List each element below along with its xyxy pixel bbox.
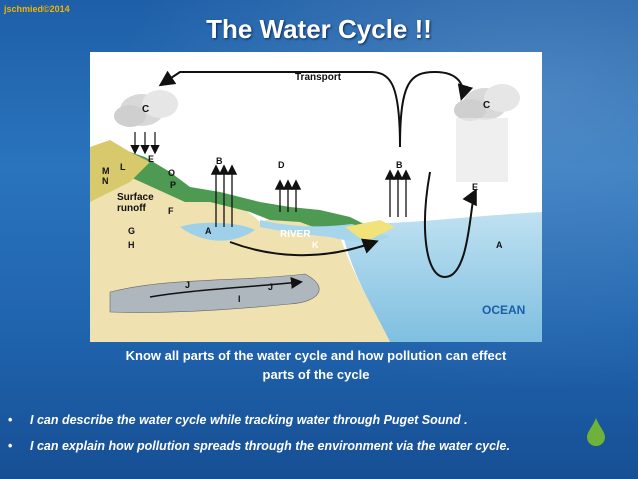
copyright-text: jschmied©2014 [4, 4, 70, 14]
caption: Know all parts of the water cycle and ho… [90, 346, 542, 384]
label-b: B [216, 156, 223, 166]
water-drop-icon [587, 418, 605, 451]
label-k: K [312, 240, 319, 250]
label-h: H [128, 240, 135, 250]
label-e-right: E [472, 182, 478, 192]
label-g: G [128, 226, 135, 236]
label-d: D [278, 160, 285, 170]
label-b-right: B [396, 160, 403, 170]
slide-title: The Water Cycle !! [0, 14, 638, 45]
objective-text: I can explain how pollution spreads thro… [30, 439, 510, 453]
ocean-label: OCEAN [482, 303, 525, 317]
label-f: F [168, 206, 174, 216]
label-e: E [148, 154, 154, 164]
bullet-marker: • [8, 439, 30, 453]
river-label: RIVER [280, 229, 311, 240]
water-cycle-diagram: Transport RIVER OCEAN Surface runoff C C… [90, 52, 542, 342]
label-o: O [168, 168, 175, 178]
label-a-right: A [496, 240, 503, 250]
objective-text: I can describe the water cycle while tra… [30, 413, 468, 427]
label-c: C [142, 104, 149, 115]
caption-line-2: parts of the cycle [90, 365, 542, 384]
label-j: J [185, 280, 190, 290]
transport-label: Transport [295, 72, 342, 83]
objective-item: • I can explain how pollution spreads th… [8, 439, 638, 465]
caption-line-1: Know all parts of the water cycle and ho… [90, 346, 542, 365]
label-p: P [170, 180, 176, 190]
label-l: L [120, 162, 126, 172]
label-m: M [102, 166, 110, 176]
surface-runoff-label-2: runoff [117, 203, 147, 214]
objectives-list: • I can describe the water cycle while t… [8, 413, 638, 465]
label-j-2: J [268, 282, 273, 292]
diagram-svg: Transport RIVER OCEAN Surface runoff C C… [90, 52, 542, 342]
bullet-marker: • [8, 413, 30, 427]
label-i: I [238, 294, 241, 304]
objective-item: • I can describe the water cycle while t… [8, 413, 638, 439]
label-c-right: C [483, 100, 490, 111]
label-n: N [102, 176, 109, 186]
surface-runoff-label-1: Surface [117, 192, 154, 203]
label-a: A [205, 226, 212, 236]
